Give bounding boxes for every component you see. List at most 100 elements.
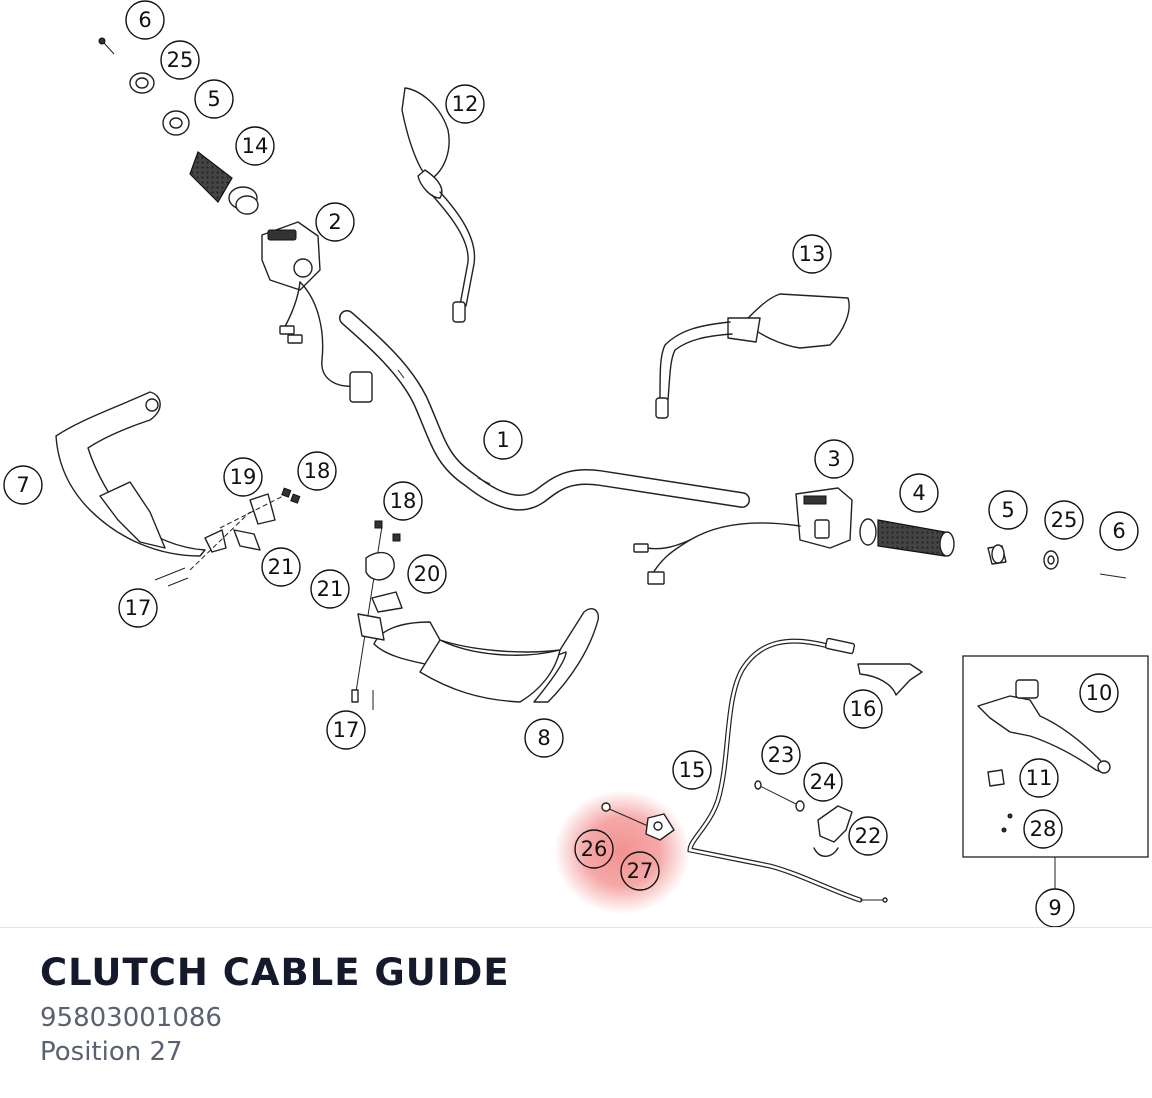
callout-17-right[interactable]: 17 — [326, 710, 366, 750]
left-nut-part-18[interactable] — [281, 487, 301, 504]
left-screw-part[interactable] — [98, 37, 115, 55]
callout-6-right[interactable]: 6 — [1099, 511, 1139, 551]
right-shim-part-21[interactable] — [357, 591, 403, 641]
callout-12[interactable]: 12 — [445, 84, 485, 124]
right-grip-part[interactable] — [859, 518, 955, 557]
svg-text:20: 20 — [414, 562, 441, 586]
callout-24[interactable]: 24 — [803, 762, 843, 802]
clutch-cable-guide-part[interactable] — [601, 802, 675, 841]
divider — [0, 927, 1152, 928]
svg-text:27: 27 — [627, 859, 654, 883]
clutch-cable-part[interactable] — [687, 637, 888, 903]
callout-20[interactable]: 20 — [407, 554, 447, 594]
left-switch-part[interactable] — [261, 221, 373, 403]
callout-27-highlighted[interactable]: 27 — [620, 851, 660, 891]
svg-text:25: 25 — [1051, 508, 1078, 532]
right-bolt-part-17[interactable] — [351, 689, 374, 710]
callout-8[interactable]: 8 — [524, 718, 564, 758]
callout-25-right[interactable]: 25 — [1044, 500, 1084, 540]
svg-text:4: 4 — [912, 481, 925, 505]
svg-text:25: 25 — [167, 48, 194, 72]
svg-text:12: 12 — [452, 92, 479, 116]
lever-adjuster-part-11[interactable] — [987, 769, 1005, 787]
callout-4[interactable]: 4 — [899, 473, 939, 513]
left-handguard-part[interactable] — [55, 391, 227, 557]
part-title: CLUTCH CABLE GUIDE — [40, 951, 510, 994]
clutch-lever-part-10[interactable] — [977, 679, 1111, 774]
svg-text:23: 23 — [768, 743, 795, 767]
part-number: 95803001086 — [40, 1003, 222, 1033]
right-switch-part[interactable] — [633, 487, 853, 585]
callout-5-right[interactable]: 5 — [988, 490, 1028, 530]
right-nut-part-18[interactable] — [374, 520, 401, 542]
callout-15[interactable]: 15 — [672, 750, 712, 790]
svg-text:1: 1 — [496, 428, 509, 452]
right-washer-part[interactable] — [1043, 550, 1059, 570]
svg-text:19: 19 — [230, 465, 257, 489]
svg-text:24: 24 — [810, 770, 837, 794]
svg-text:22: 22 — [855, 824, 882, 848]
svg-text:10: 10 — [1086, 681, 1113, 705]
callout-21-right[interactable]: 21 — [310, 569, 350, 609]
callout-23[interactable]: 23 — [761, 735, 801, 775]
svg-text:21: 21 — [268, 555, 295, 579]
svg-text:28: 28 — [1030, 817, 1057, 841]
left-washer-part[interactable] — [129, 72, 155, 94]
callout-19[interactable]: 19 — [223, 457, 263, 497]
left-bar-end-part[interactable] — [162, 110, 190, 136]
svg-text:14: 14 — [242, 134, 269, 158]
left-grip-part[interactable] — [189, 151, 259, 215]
left-bolt-part-17[interactable] — [154, 567, 189, 587]
svg-text:2: 2 — [328, 210, 341, 234]
callout-6[interactable]: 6 — [125, 0, 165, 40]
callout-22[interactable]: 22 — [848, 816, 888, 856]
callout-21-left[interactable]: 21 — [261, 547, 301, 587]
callout-18-left[interactable]: 18 — [297, 451, 337, 491]
svg-text:7: 7 — [16, 473, 29, 497]
right-bar-end-part[interactable] — [987, 544, 1007, 565]
callout-28[interactable]: 28 — [1023, 809, 1063, 849]
callout-13[interactable]: 13 — [792, 234, 832, 274]
svg-text:13: 13 — [799, 242, 826, 266]
svg-text:5: 5 — [207, 87, 220, 111]
svg-text:11: 11 — [1026, 766, 1053, 790]
callout-14[interactable]: 14 — [235, 126, 275, 166]
part-info-panel: CLUTCH CABLE GUIDE 95803001086 Position … — [40, 948, 510, 1069]
right-handguard-part[interactable] — [373, 608, 599, 703]
svg-text:6: 6 — [1112, 519, 1125, 543]
callout-7[interactable]: 7 — [3, 465, 43, 505]
svg-text:16: 16 — [850, 697, 877, 721]
svg-text:15: 15 — [679, 758, 706, 782]
callout-2[interactable]: 2 — [315, 202, 355, 242]
callout-10[interactable]: 10 — [1079, 673, 1119, 713]
callout-1[interactable]: 1 — [483, 420, 523, 460]
left-mirror-part[interactable] — [401, 87, 476, 323]
callout-11[interactable]: 11 — [1019, 758, 1059, 798]
right-mirror-part[interactable] — [655, 293, 850, 419]
exploded-parts-diagram: 6 25 5 14 12 2 13 1 7 19 18 18 3 4 5 25 … — [3, 0, 1149, 928]
callout-5[interactable]: 5 — [194, 79, 234, 119]
svg-text:5: 5 — [1001, 498, 1014, 522]
lever-screw-part-28[interactable] — [1001, 813, 1013, 833]
screw-part-23[interactable] — [754, 780, 801, 807]
washer-part-24[interactable] — [795, 800, 805, 812]
callout-16[interactable]: 16 — [843, 689, 883, 729]
callout-9[interactable]: 9 — [1035, 888, 1075, 928]
cable-holder-part-22[interactable] — [813, 805, 853, 857]
svg-text:21: 21 — [317, 577, 344, 601]
left-clamp-part[interactable] — [249, 493, 276, 525]
svg-text:18: 18 — [390, 489, 417, 513]
cable-cover-part[interactable] — [857, 663, 923, 696]
callout-17-left[interactable]: 17 — [118, 588, 158, 628]
svg-text:6: 6 — [138, 8, 151, 32]
callout-25[interactable]: 25 — [160, 40, 200, 80]
right-screw-part[interactable] — [1099, 573, 1127, 579]
callout-18-right[interactable]: 18 — [383, 481, 423, 521]
right-clamp-part-20[interactable] — [365, 551, 395, 581]
svg-text:8: 8 — [537, 726, 550, 750]
svg-text:18: 18 — [304, 459, 331, 483]
handlebar-part[interactable] — [339, 310, 750, 511]
left-shim-part-21[interactable] — [233, 529, 261, 551]
callout-26-highlighted[interactable]: 26 — [574, 829, 614, 869]
callout-3[interactable]: 3 — [814, 439, 854, 479]
